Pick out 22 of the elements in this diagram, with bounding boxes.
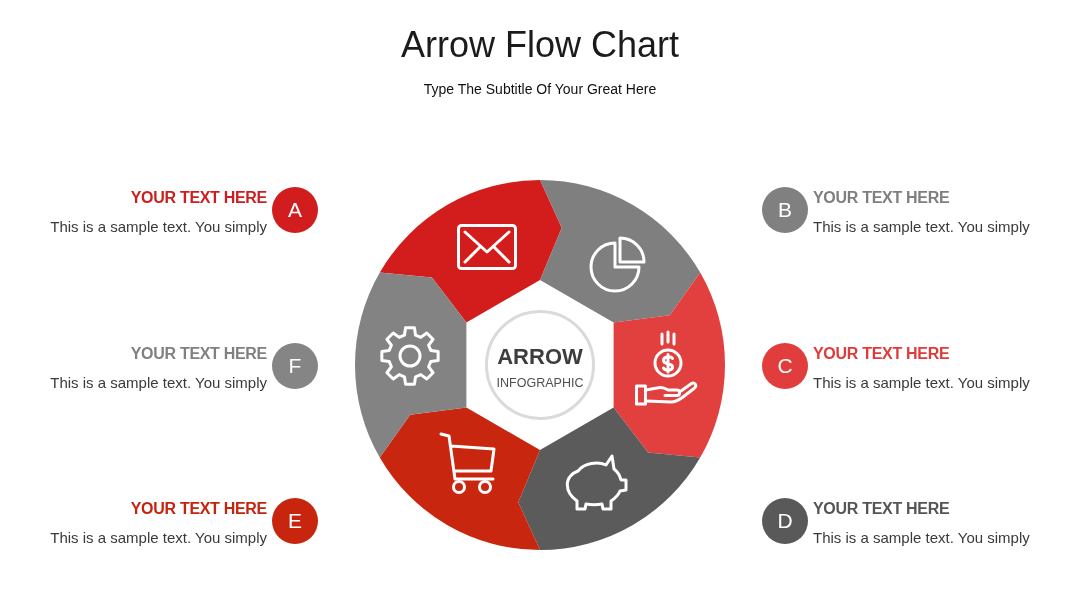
step-badge: F	[272, 343, 318, 389]
step-description: This is a sample text. You simply	[50, 529, 267, 547]
step-description: This is a sample text. You simply	[813, 218, 1030, 236]
step-description: This is a sample text. You simply	[50, 218, 267, 236]
step-badge: A	[272, 187, 318, 233]
step-heading: YOUR TEXT HERE	[813, 500, 950, 518]
center-title: ARROW	[497, 344, 583, 370]
page-subtitle: Type The Subtitle Of Your Great Here	[423, 81, 657, 98]
step-description: This is a sample text. You simply	[813, 529, 1030, 547]
step-badge: B	[762, 187, 808, 233]
step-badge: E	[272, 498, 318, 544]
page-title: Arrow Flow Chart	[400, 24, 680, 66]
step-heading: YOUR TEXT HERE	[130, 345, 267, 363]
step-heading: YOUR TEXT HERE	[130, 189, 267, 207]
step-heading: YOUR TEXT HERE	[813, 345, 950, 363]
step-heading: YOUR TEXT HERE	[130, 500, 267, 518]
step-heading: YOUR TEXT HERE	[813, 189, 950, 207]
step-badge: D	[762, 498, 808, 544]
step-description: This is a sample text. You simply	[50, 374, 267, 392]
step-description: This is a sample text. You simply	[813, 374, 1030, 392]
step-badge: C	[762, 343, 808, 389]
center-subtitle: INFOGRAPHIC	[496, 376, 584, 391]
